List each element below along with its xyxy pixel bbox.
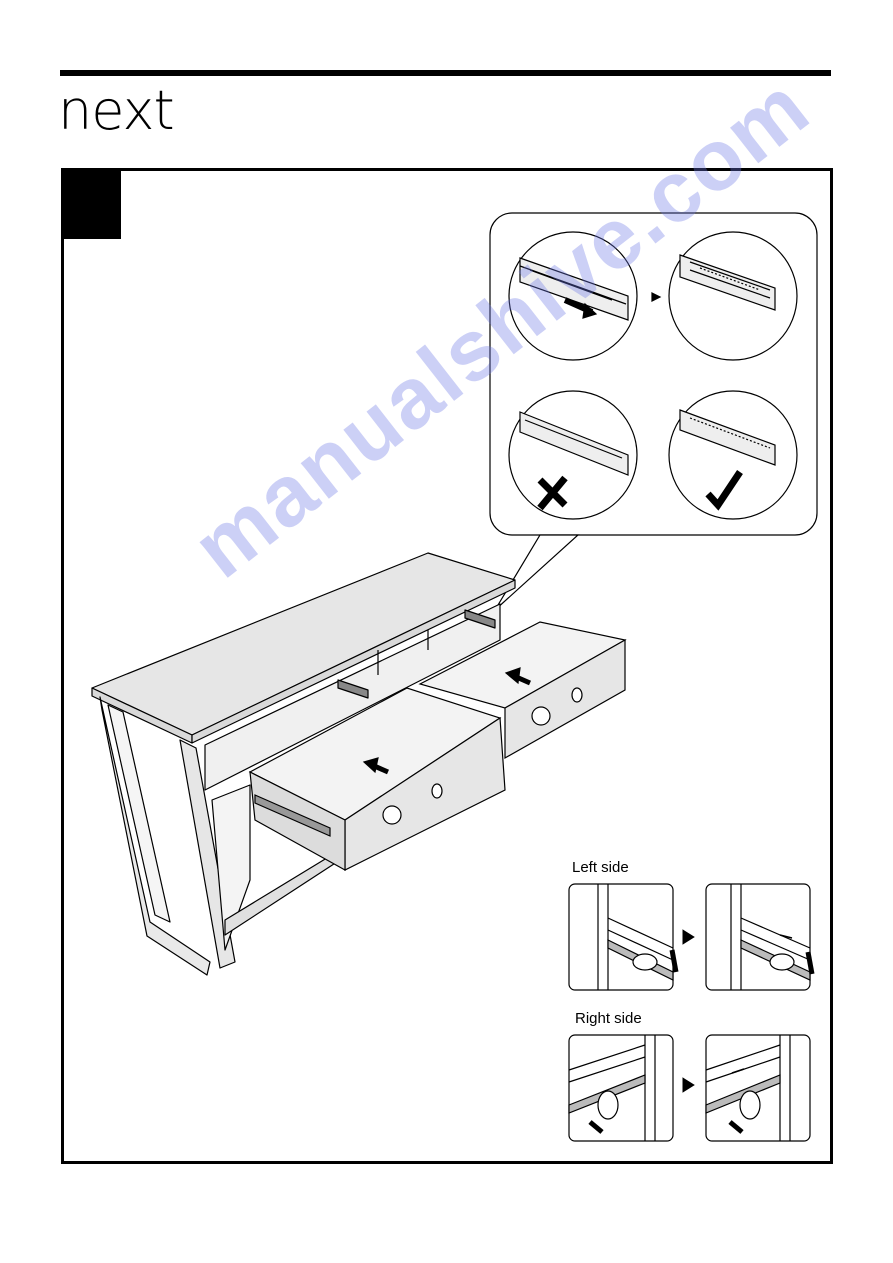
rail-closed-circle bbox=[669, 232, 797, 360]
arrow-right-icon bbox=[684, 932, 692, 942]
right-side-label: Right side bbox=[575, 1010, 642, 1027]
rail-correct-circle bbox=[669, 391, 797, 519]
rail-detail-panel bbox=[490, 213, 817, 610]
arrow-right-icon bbox=[684, 1080, 692, 1090]
rail-wrong-circle bbox=[509, 391, 637, 519]
rail-pulled-circle bbox=[509, 232, 637, 360]
left-side-label: Left side bbox=[572, 859, 629, 876]
